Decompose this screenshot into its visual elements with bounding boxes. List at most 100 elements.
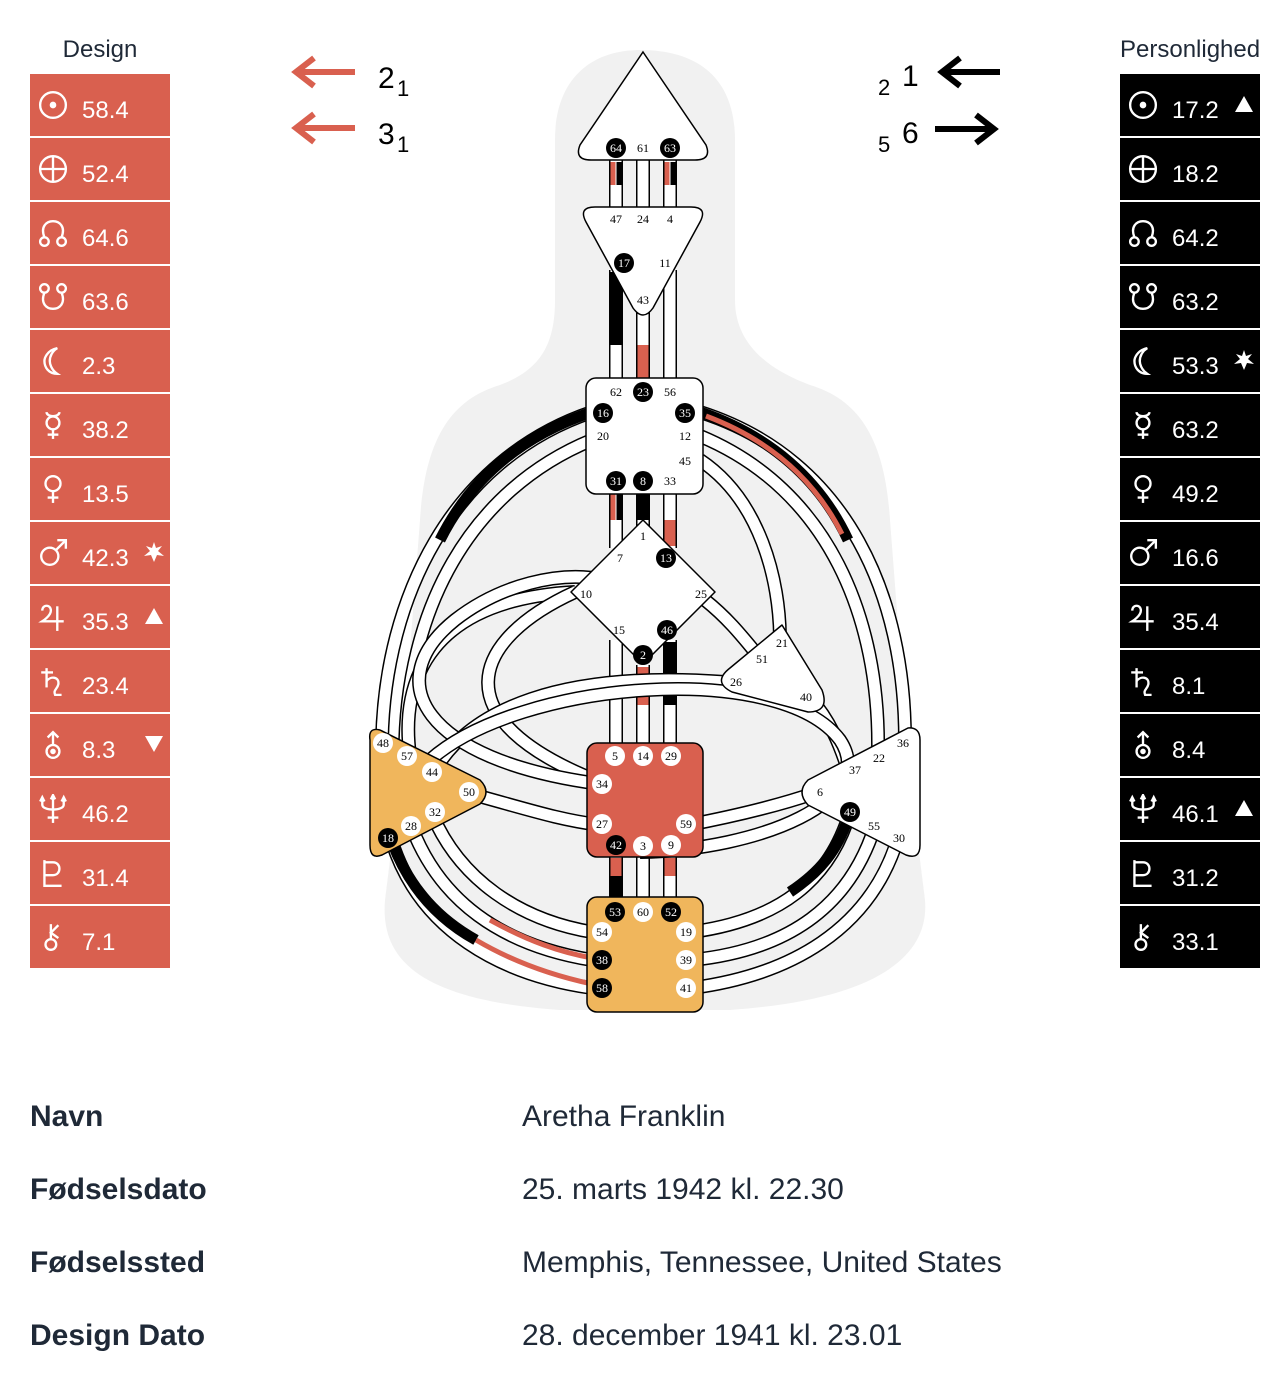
design-bottom-arrow-small: 1 (397, 132, 409, 157)
gate-marker (592, 978, 612, 998)
channel-30-41 (691, 835, 905, 995)
neptune-icon (30, 794, 76, 824)
pluto-icon (30, 858, 76, 888)
channel-16-48 (375, 405, 595, 741)
venus-icon (1120, 474, 1166, 504)
design-planet-row: 46.2 (30, 778, 170, 840)
personality-planet-row: 35.4 (1120, 586, 1260, 648)
gate-43: 43 (637, 293, 649, 307)
planet-gate-value: 31.4 (82, 865, 129, 892)
gate-marker (592, 950, 612, 970)
gate-number: 41 (680, 981, 692, 995)
design-planet-row: 52.4 (30, 138, 170, 200)
gate-number: 18 (382, 831, 394, 845)
planet-gate-value: 49.2 (1172, 481, 1219, 508)
gate-number: 64 (610, 141, 622, 155)
info-row-birth-date: Fødselsdato 25. marts 1942 kl. 22.30 (30, 1153, 1260, 1226)
sacral-center (586, 742, 704, 858)
gate-number: 31 (610, 474, 622, 488)
gate-number: 46 (661, 623, 673, 637)
gate-marker (676, 814, 696, 834)
planet-gate-value: 2.3 (82, 353, 116, 380)
personality-planet-row: 31.2 (1120, 842, 1260, 904)
profile-info-table: Navn Aretha Franklin Fødselsdato 25. mar… (30, 1080, 1260, 1372)
info-value: 25. marts 1942 kl. 22.30 (522, 1172, 844, 1206)
triangle-up-icon (1234, 94, 1254, 114)
channel-12-22 (697, 429, 886, 753)
gate-number: 42 (610, 838, 622, 852)
planet-gate-value: 63.6 (82, 289, 129, 316)
gate-number: 58 (596, 981, 608, 995)
gate-number: 13 (660, 551, 672, 565)
channel-64-47 (609, 160, 623, 208)
gate-27: 27 (592, 814, 612, 834)
star-icon (1234, 350, 1254, 370)
channel-18-58 (385, 839, 593, 995)
design-planet-row: 23.4 (30, 650, 170, 712)
planet-gate-value: 18.2 (1172, 161, 1219, 188)
gate-number: 8 (640, 474, 646, 488)
planet-gate-value: 46.1 (1172, 801, 1219, 828)
planet-gate-value: 7.1 (82, 929, 116, 956)
planet-gate-value: 8.1 (1172, 673, 1206, 700)
gate-5: 5 (605, 746, 625, 766)
uranus-icon (1120, 730, 1166, 760)
gate-30: 30 (893, 831, 905, 845)
gate-number: 44 (426, 765, 438, 779)
gate-marker (401, 816, 421, 836)
gate-50: 50 (459, 782, 479, 802)
gate-number: 21 (776, 636, 788, 650)
gate-marker (614, 253, 634, 273)
gate-21: 21 (776, 636, 788, 650)
uranus-icon (30, 730, 76, 760)
jupiter-icon (1120, 602, 1166, 632)
gate-34: 34 (592, 774, 612, 794)
gate-8: 8 (633, 471, 653, 491)
channel-45-21 (696, 454, 787, 641)
planet-gate-value: 63.2 (1172, 289, 1219, 316)
chiron-icon (1120, 922, 1166, 952)
planet-gate-value: 42.3 (82, 545, 129, 572)
design-bottom-arrow: 3 1 (291, 111, 409, 157)
gate-6: 6 (817, 785, 823, 799)
gate-54: 54 (592, 922, 612, 942)
planet-gate-value: 31.2 (1172, 865, 1219, 892)
gate-marker (676, 950, 696, 970)
gate-marker (606, 138, 626, 158)
gate-16: 16 (593, 403, 613, 423)
saturn-icon (30, 666, 76, 696)
gate-number: 55 (868, 819, 880, 833)
personality-planet-row: 53.3 (1120, 330, 1260, 392)
personality-planet-row: 17.2 (1120, 74, 1260, 136)
gate-number: 16 (597, 406, 609, 420)
gate-number: 28 (405, 819, 417, 833)
design-planet-row: 2.3 (30, 330, 170, 392)
gate-number: 49 (844, 805, 856, 819)
personality-planet-row: 63.2 (1120, 394, 1260, 456)
gate-number: 10 (580, 587, 592, 601)
info-row-birth-place: Fødselssted Memphis, Tennessee, United S… (30, 1226, 1260, 1299)
design-planet-row: 8.3 (30, 714, 170, 776)
gate-number: 26 (730, 675, 742, 689)
solar-plexus-center (801, 727, 921, 857)
channel-55-39 (691, 823, 882, 967)
gate-7: 7 (617, 551, 623, 565)
gate-number: 54 (596, 925, 608, 939)
gate-22: 22 (873, 751, 885, 765)
gate-47: 47 (610, 212, 622, 226)
design-planet-row: 64.6 (30, 202, 170, 264)
gate-24: 24 (637, 212, 649, 226)
design-column-title: Design (62, 36, 138, 63)
planet-gate-value: 35.3 (82, 609, 129, 636)
channel-35-36 (697, 405, 912, 741)
gate-number: 60 (637, 905, 649, 919)
triangle-down-icon (144, 734, 164, 754)
gate-61: 61 (637, 141, 649, 155)
gate-number: 2 (640, 648, 646, 662)
sun-icon (30, 90, 76, 120)
design-planet-row: 38.2 (30, 394, 170, 456)
gate-number: 34 (596, 777, 608, 791)
